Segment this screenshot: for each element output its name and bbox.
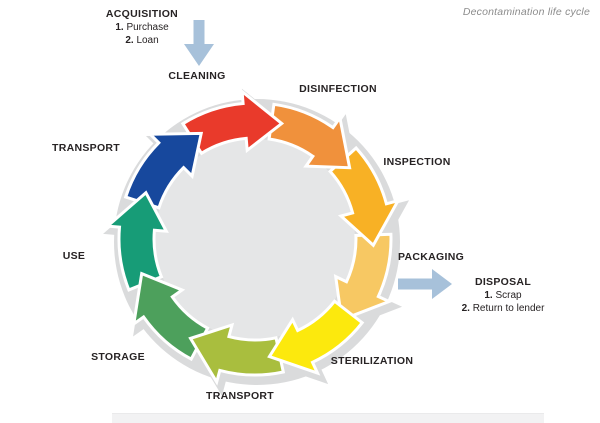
- item-number: 2.: [461, 303, 470, 314]
- stage-label-transport-left: TRANSPORT: [51, 142, 121, 154]
- stage-label-sterilization: STERILIZATION: [330, 355, 414, 367]
- cycle-arrow-sterilization: [267, 299, 365, 376]
- disposal-title: DISPOSAL: [474, 276, 532, 288]
- stage-label-packaging: PACKAGING: [397, 251, 465, 263]
- cycle-arrow-use: [103, 190, 169, 292]
- stage-label-storage: STORAGE: [91, 351, 145, 363]
- acquisition-item: 2. Loan: [87, 34, 197, 47]
- acquisition-title: ACQUISITION: [105, 8, 179, 20]
- stage-label-inspection: INSPECTION: [383, 156, 451, 168]
- item-text: Return to lender: [472, 303, 545, 314]
- cycle-arrow-inspection: [327, 145, 402, 248]
- item-number: 1.: [484, 290, 493, 301]
- item-number: 2.: [125, 35, 134, 46]
- figure-title: Decontamination life cycle: [462, 6, 590, 18]
- stage-label-use: USE: [62, 250, 86, 262]
- item-text: Loan: [136, 35, 159, 46]
- item-number: 1.: [115, 22, 124, 33]
- disposal-annotation: DISPOSAL 1. Scrap 2. Return to lender: [443, 276, 563, 315]
- stage-label-cleaning: CLEANING: [168, 70, 226, 82]
- bottom-divider-band: [112, 413, 544, 423]
- cycle-inner-circle: [155, 139, 355, 339]
- disposal-item: 1. Scrap: [443, 289, 563, 302]
- acquisition-annotation: ACQUISITION 1. Purchase 2. Loan: [87, 8, 197, 47]
- disposal-item: 2. Return to lender: [443, 302, 563, 315]
- disposal-exit-arrow-icon: [398, 269, 452, 299]
- stage-label-disinfection: DISINFECTION: [299, 83, 377, 95]
- item-text: Purchase: [126, 22, 169, 33]
- acquisition-item: 1. Purchase: [87, 21, 197, 34]
- cycle-arrow-disinfection: [267, 102, 352, 170]
- cycle-arrow-cleaning: [180, 88, 285, 156]
- cycle-arrow-transport: [188, 322, 286, 386]
- stage-label-transport-bottom: TRANSPORT: [205, 390, 275, 402]
- acquisition-entry-arrow-icon: [184, 20, 214, 66]
- cycle-arrow-transport: [123, 131, 204, 210]
- item-text: Scrap: [495, 290, 522, 301]
